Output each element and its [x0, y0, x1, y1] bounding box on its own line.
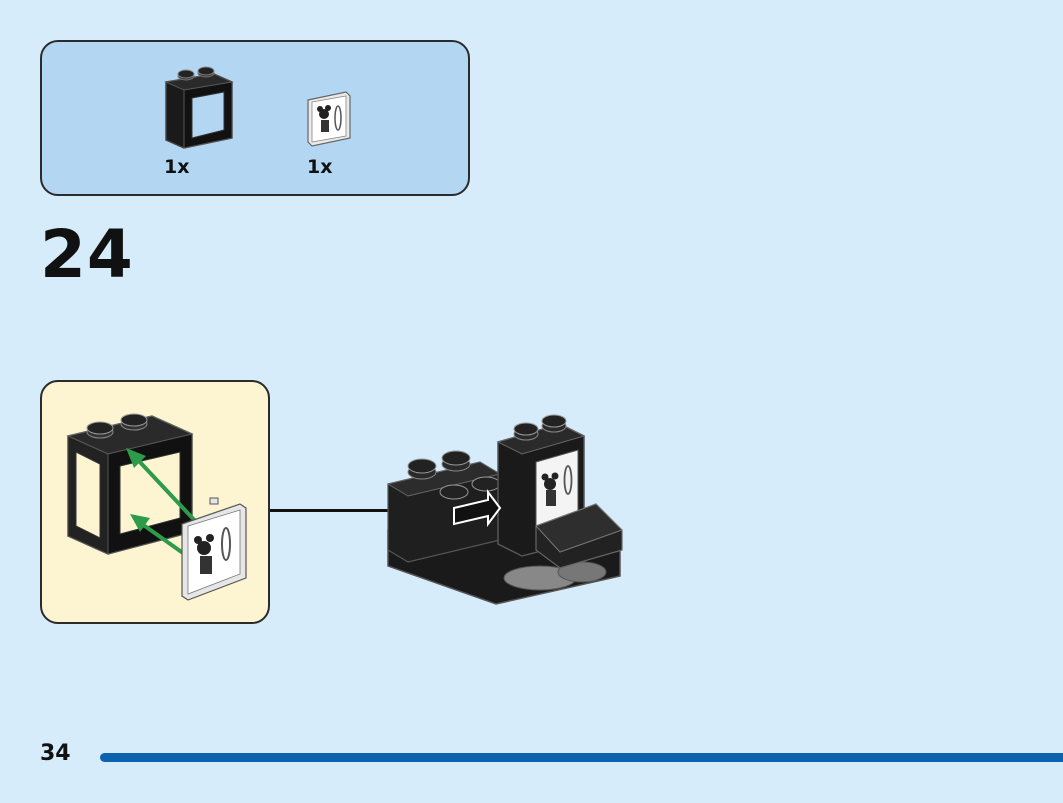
main-model-illustration	[386, 414, 623, 605]
window-frame-part-icon	[164, 66, 234, 149]
sub-assembly-callout	[40, 380, 270, 624]
parts-list-box: 1x 1x	[40, 40, 470, 196]
page-progress-bar	[100, 753, 1063, 762]
step-number: 24	[40, 216, 134, 293]
callout-connector-line	[270, 509, 390, 512]
placement-arrow-icon	[453, 489, 502, 527]
sub-assembly-illustration	[66, 413, 247, 601]
printed-tile-part-icon	[307, 91, 351, 147]
page-number: 34	[40, 741, 71, 766]
part-1-qty: 1x	[164, 156, 190, 178]
part-2-qty: 1x	[307, 156, 333, 178]
